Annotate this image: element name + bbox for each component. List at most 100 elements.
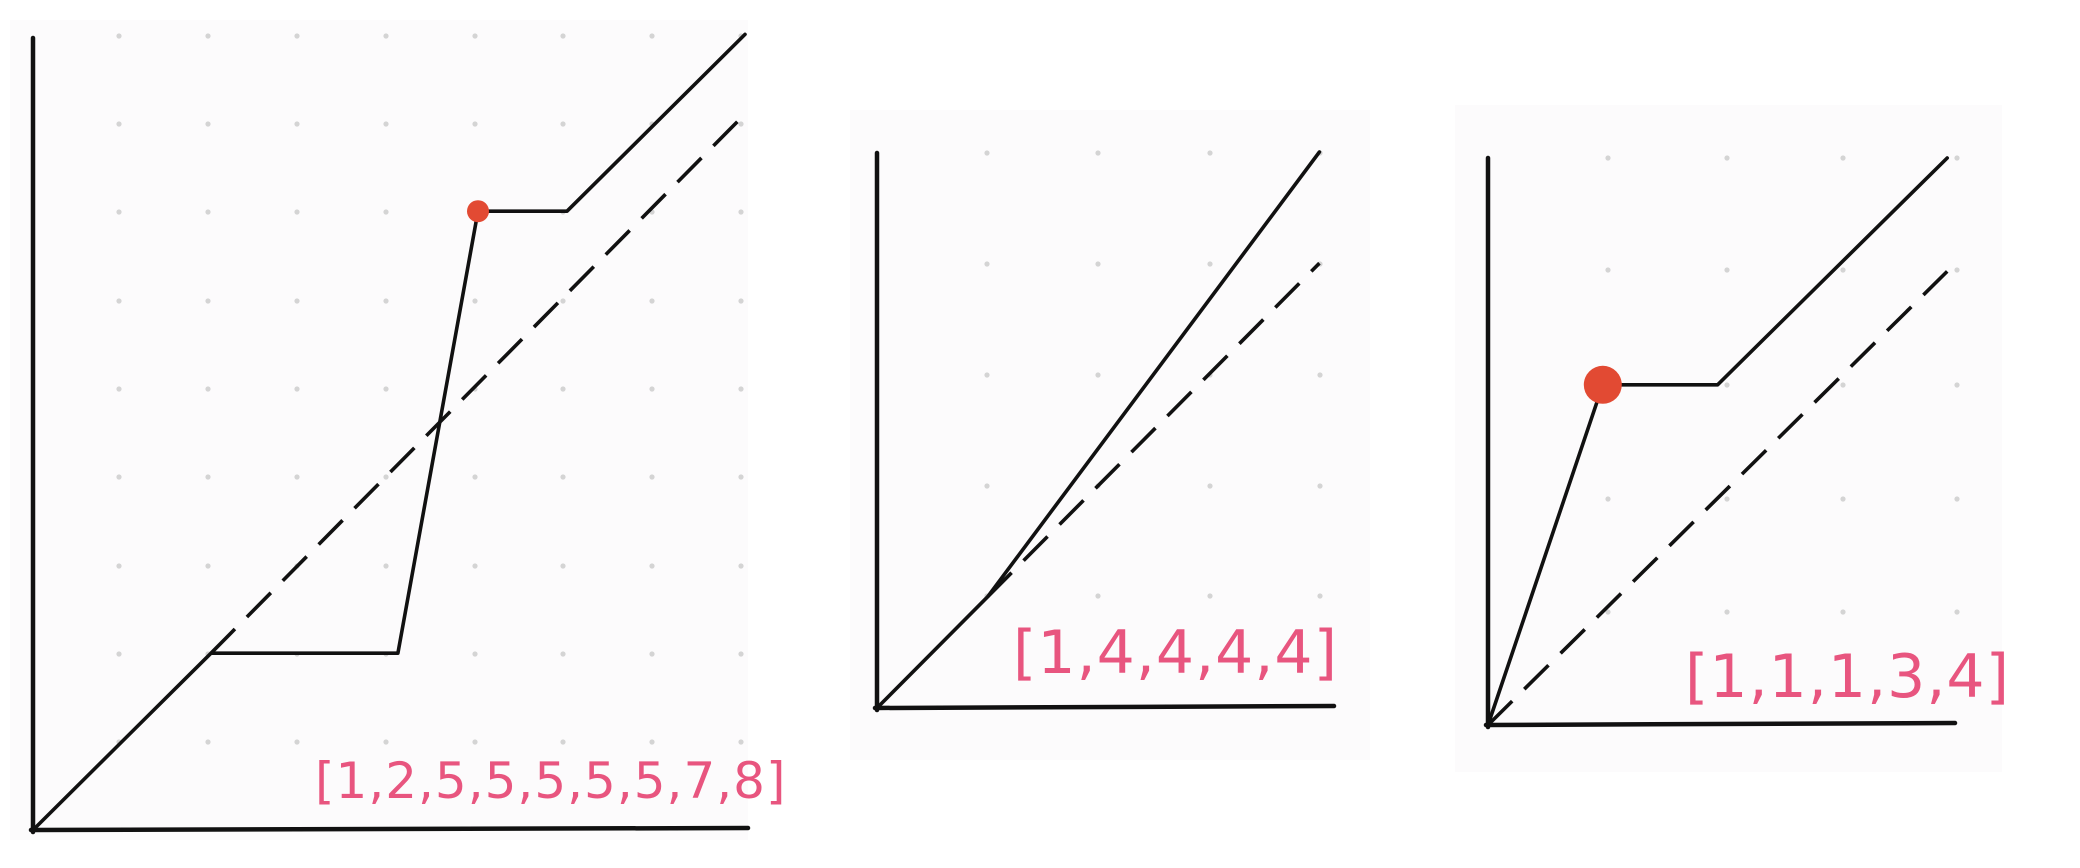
grid-dot [1954, 609, 1960, 615]
grid-dot [383, 298, 389, 304]
grid-dot [383, 33, 389, 39]
grid-dot [1840, 267, 1846, 273]
grid-dot [383, 121, 389, 127]
grid-dot [738, 563, 744, 569]
grid-dot [472, 739, 478, 745]
grid-dot [560, 651, 566, 657]
grid-dot [738, 474, 744, 480]
sequence-label-middle: [1,4,4,4,4] [1013, 618, 1338, 688]
grid-dot [383, 386, 389, 392]
grid-dot [738, 386, 744, 392]
grid-dot [1605, 609, 1611, 615]
grid-dot [294, 33, 300, 39]
dashed-line [986, 261, 1321, 599]
grid-dot [1095, 372, 1101, 378]
grid-dot [1317, 593, 1323, 599]
grid-dot [649, 651, 655, 657]
grid-dot [294, 386, 300, 392]
grid-dot [738, 209, 744, 215]
grid-dot [116, 298, 122, 304]
grid-dot [1207, 483, 1213, 489]
grid-dot [294, 474, 300, 480]
grid-dot [1840, 609, 1846, 615]
grid-dot [738, 651, 744, 657]
grid-dot [1724, 155, 1730, 161]
grid-dot [649, 386, 655, 392]
grid-dot [116, 474, 122, 480]
dashed-line [1486, 270, 1949, 727]
grid-dot [472, 33, 478, 39]
grid-dot [1954, 155, 1960, 161]
grid-dot [1095, 261, 1101, 267]
sequence-label-left: [1,2,5,5,5,5,5,7,8] [315, 752, 787, 810]
grid-dot [294, 121, 300, 127]
dot-grid [1605, 155, 1960, 615]
grid-dot [116, 386, 122, 392]
grid-dot [294, 209, 300, 215]
grid-dot [1840, 496, 1846, 502]
grid-dot [649, 474, 655, 480]
grid-dot [560, 33, 566, 39]
grid-dot [1095, 150, 1101, 156]
grid-dot [116, 33, 122, 39]
grid-dot [649, 563, 655, 569]
grid-dot [294, 298, 300, 304]
grid-dot [1317, 372, 1323, 378]
grid-dot [472, 298, 478, 304]
x-axis [28, 825, 751, 833]
grid-dot [1605, 155, 1611, 161]
grid-dot [472, 474, 478, 480]
grid-dot [205, 474, 211, 480]
highlight-marker [1583, 365, 1622, 404]
dashed-line [209, 112, 747, 655]
grid-dot [116, 209, 122, 215]
grid-dot [472, 121, 478, 127]
grid-dot [1724, 496, 1730, 502]
grid-dot [1840, 382, 1846, 388]
grid-dot [472, 563, 478, 569]
grid-dot [984, 261, 990, 267]
grid-dot [1207, 261, 1213, 267]
grid-dot [383, 209, 389, 215]
grid-dot [472, 651, 478, 657]
chart-panel-left: [1,2,5,5,5,5,5,7,8] [0, 0, 785, 868]
grid-dot [205, 563, 211, 569]
grid-dot [383, 474, 389, 480]
grid-dot [560, 298, 566, 304]
solid-line [31, 32, 747, 832]
panel-background [10, 20, 748, 840]
grid-dot [649, 33, 655, 39]
grid-dot [984, 372, 990, 378]
grid-dot [1954, 382, 1960, 388]
panel-background [1455, 105, 2002, 772]
grid-dot [1724, 382, 1730, 388]
chart-svg-middle [850, 110, 1370, 760]
grid-dot [1605, 496, 1611, 502]
chart-svg-right [1455, 105, 2002, 772]
grid-dot [383, 739, 389, 745]
grid-dot [205, 33, 211, 39]
grid-dot [560, 386, 566, 392]
grid-dot [1724, 267, 1730, 273]
grid-dot [738, 739, 744, 745]
chart-panel-middle: [1,4,4,4,4] [840, 100, 1380, 765]
grid-dot [116, 121, 122, 127]
grid-dot [116, 563, 122, 569]
grid-dot [560, 121, 566, 127]
grid-dot [649, 739, 655, 745]
x-axis [1483, 720, 1958, 728]
grid-dot [738, 298, 744, 304]
grid-dot [294, 739, 300, 745]
grid-dot [205, 298, 211, 304]
grid-dot [383, 563, 389, 569]
grid-dot [560, 739, 566, 745]
x-axis [872, 703, 1337, 711]
solid-line [1486, 156, 1950, 727]
grid-dot [1095, 593, 1101, 599]
solid-line [875, 150, 1322, 710]
grid-dot [738, 121, 744, 127]
grid-dot [649, 298, 655, 304]
grid-dot [205, 386, 211, 392]
grid-dot [560, 474, 566, 480]
grid-dot [1724, 609, 1730, 615]
